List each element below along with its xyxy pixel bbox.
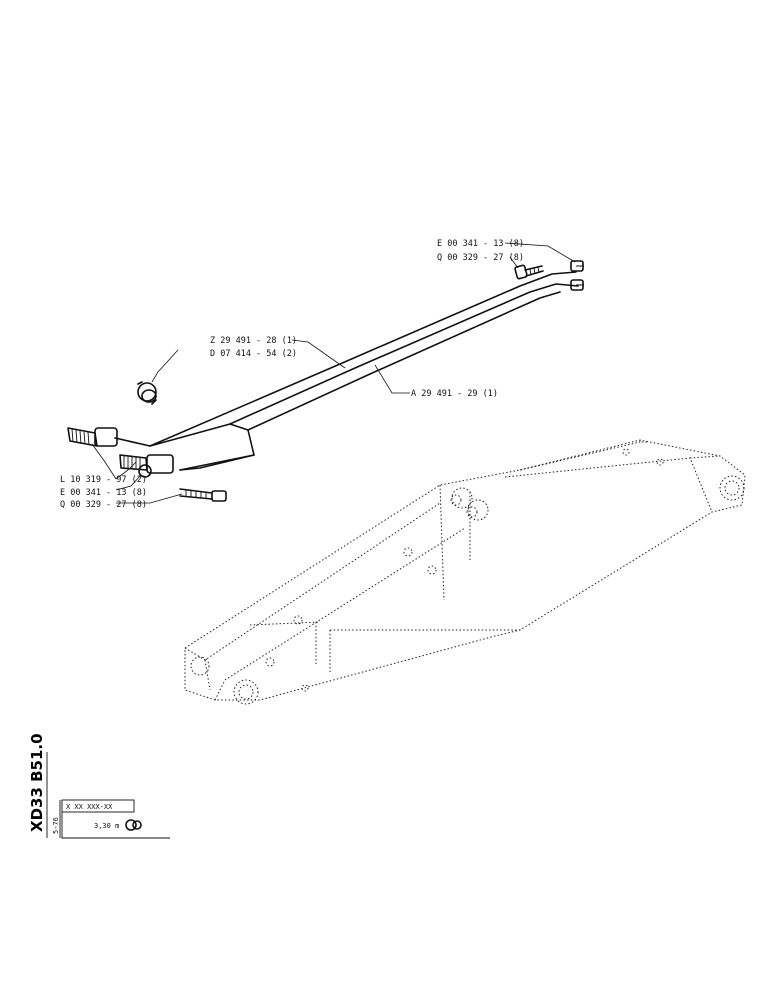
title-block: XD33 B51.0 5-76 X XX XXX-XX 3,30 m <box>28 733 170 839</box>
bolt-icon <box>179 488 227 502</box>
left-fittings <box>67 427 227 502</box>
label-top-q: Q 00 329 - 27 (8) <box>437 253 524 263</box>
drawing-date: 5-76 <box>52 817 60 834</box>
dipper-arm <box>184 439 746 705</box>
top-fittings <box>514 260 584 291</box>
bolt-icon <box>514 264 544 280</box>
hydraulic-pipes <box>114 271 579 471</box>
length-value: 3,30 m <box>94 822 119 830</box>
length-symbol-icon <box>125 819 142 831</box>
label-top-e: E 00 341 - 13 (8) <box>437 239 524 249</box>
plug-part-icon <box>137 381 157 405</box>
label-hose-a: A 29 491 - 29 (1) <box>411 389 498 399</box>
label-hose-d: D 07 414 - 54 (2) <box>210 349 297 359</box>
label-left-l: L 10 319 - 97 (2) <box>60 475 147 485</box>
label-hose-z: Z 29 491 - 28 (1) <box>210 336 297 346</box>
label-left-q: Q 00 329 - 27 (8) <box>60 500 147 510</box>
part-labels: E 00 341 - 13 (8) Q 00 329 - 27 (8) Z 29… <box>60 239 524 510</box>
leader-lines <box>91 242 576 504</box>
label-left-e: E 00 341 - 13 (8) <box>60 488 147 498</box>
serial-number: X XX XXX-XX <box>66 803 113 811</box>
drawing-code: XD33 B51.0 <box>28 733 46 832</box>
